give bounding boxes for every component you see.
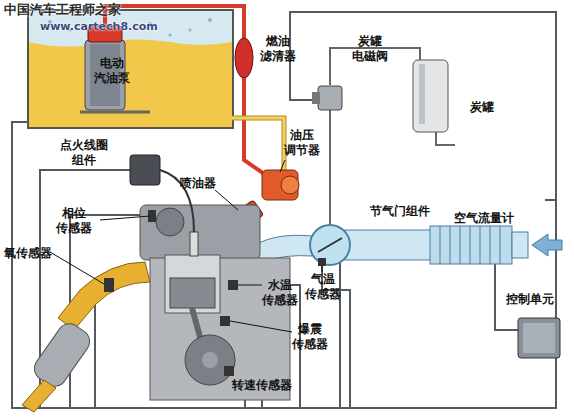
part-label: 油压 调节器: [282, 128, 322, 158]
part-label: 点火线圈 组件: [58, 138, 110, 168]
canister-valve: [312, 86, 342, 110]
vapor-line: [330, 48, 455, 228]
return-line: [232, 118, 284, 172]
part-label: 燃油 滤清器: [258, 34, 298, 64]
fuel-filter: [235, 38, 253, 78]
part-label: 节气门组件: [370, 204, 430, 219]
fuel-tank: [28, 10, 233, 128]
watermark: 中国汽车工程师之家: [4, 2, 121, 18]
part-label: 喷油器: [180, 176, 216, 191]
pressure-regulator: [262, 170, 299, 200]
fuel-line: [244, 78, 270, 178]
part-label: 气温 传感器: [303, 272, 343, 302]
leader-lines: [50, 160, 322, 332]
exhaust: [22, 262, 150, 412]
ignition-coil: [130, 155, 194, 232]
return-line: [232, 118, 284, 172]
control-unit: [518, 318, 560, 358]
part-label: 相位 传感器: [54, 206, 94, 236]
part-label: 爆震 传感器: [290, 322, 330, 352]
watermark: www.cartech8.com: [40, 20, 158, 34]
fuel-pump: [80, 26, 150, 112]
part-label: 空气流量计: [454, 211, 514, 226]
part-label: 转速传感器: [232, 378, 292, 393]
wiring-harness: [12, 12, 556, 408]
part-label: 电动 汽油泵: [92, 56, 132, 86]
part-label: 炭罐: [470, 100, 494, 115]
part-label: 水温 传感器: [260, 278, 300, 308]
part-label: 氧传感器: [4, 246, 52, 261]
part-label: 控制单元: [506, 292, 554, 307]
sensors: [148, 210, 326, 376]
carbon-canister: [413, 60, 448, 132]
part-label: 炭罐 电磁阀: [350, 34, 390, 64]
